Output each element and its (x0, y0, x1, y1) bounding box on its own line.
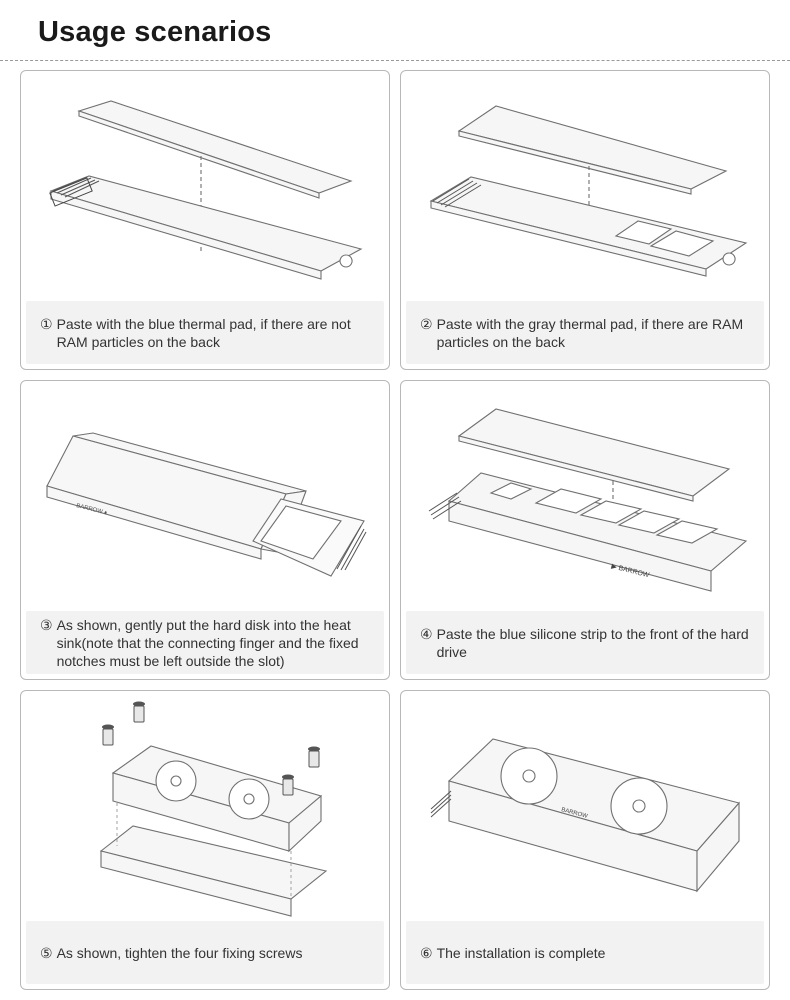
step-card-4: ▶ BARROW ④ Paste the blue silicone strip… (400, 380, 770, 680)
step-caption-box: ⑤ As shown, tighten the four fixing scre… (26, 921, 384, 984)
step-caption: ③ As shown, gently put the hard disk int… (26, 616, 384, 670)
page-title: Usage scenarios (38, 16, 272, 48)
title-divider (0, 60, 790, 61)
step-text: As shown, gently put the hard disk into … (56, 616, 359, 669)
step-text: Paste with the blue thermal pad, if ther… (56, 315, 351, 350)
step-card-5: ⑤ As shown, tighten the four fixing scre… (20, 690, 390, 990)
thermal-pad-gray-illustration (429, 105, 748, 277)
insert-drive-illustration: BARROW ⬧ (46, 432, 367, 577)
step-number: ③ (40, 616, 53, 633)
step-number: ⑥ (420, 944, 433, 961)
step-text: As shown, tighten the four fixing screws (56, 944, 303, 961)
step-caption-box: ① Paste with the blue thermal pad, if th… (26, 301, 384, 364)
step-number: ① (40, 315, 53, 332)
step-number: ⑤ (40, 944, 53, 961)
step-number: ② (420, 315, 433, 332)
step-card-1: ① Paste with the blue thermal pad, if th… (20, 70, 390, 370)
step-caption: ⑥ The installation is complete (406, 944, 615, 962)
step-text: The installation is complete (436, 944, 606, 961)
step-caption: ⑤ As shown, tighten the four fixing scre… (26, 944, 312, 962)
step-caption-box: ② Paste with the gray thermal pad, if th… (406, 301, 764, 364)
installation-complete-illustration: BARROW (430, 738, 741, 893)
step-card-6: BARROW ⑥ The installation is complete (400, 690, 770, 990)
step-number: ④ (420, 625, 433, 642)
step-caption: ④ Paste the blue silicone strip to the f… (406, 625, 764, 661)
step-text: Paste the blue silicone strip to the fro… (436, 625, 749, 660)
step-text: Paste with the gray thermal pad, if ther… (436, 315, 744, 350)
step-caption-box: ③ As shown, gently put the hard disk int… (26, 611, 384, 674)
silicone-strip-illustration: ▶ BARROW (428, 408, 748, 592)
step-caption: ② Paste with the gray thermal pad, if th… (406, 315, 764, 351)
step-card-2: ② Paste with the gray thermal pad, if th… (400, 70, 770, 370)
step-caption-box: ⑥ The installation is complete (406, 921, 764, 984)
step-card-3: BARROW ⬧ ③ As shown, gently put the hard… (20, 380, 390, 680)
step-caption-box: ④ Paste the blue silicone strip to the f… (406, 611, 764, 674)
thermal-pad-blue-illustration (49, 100, 363, 280)
step-caption: ① Paste with the blue thermal pad, if th… (26, 315, 384, 351)
tighten-screws-illustration (99, 701, 328, 917)
